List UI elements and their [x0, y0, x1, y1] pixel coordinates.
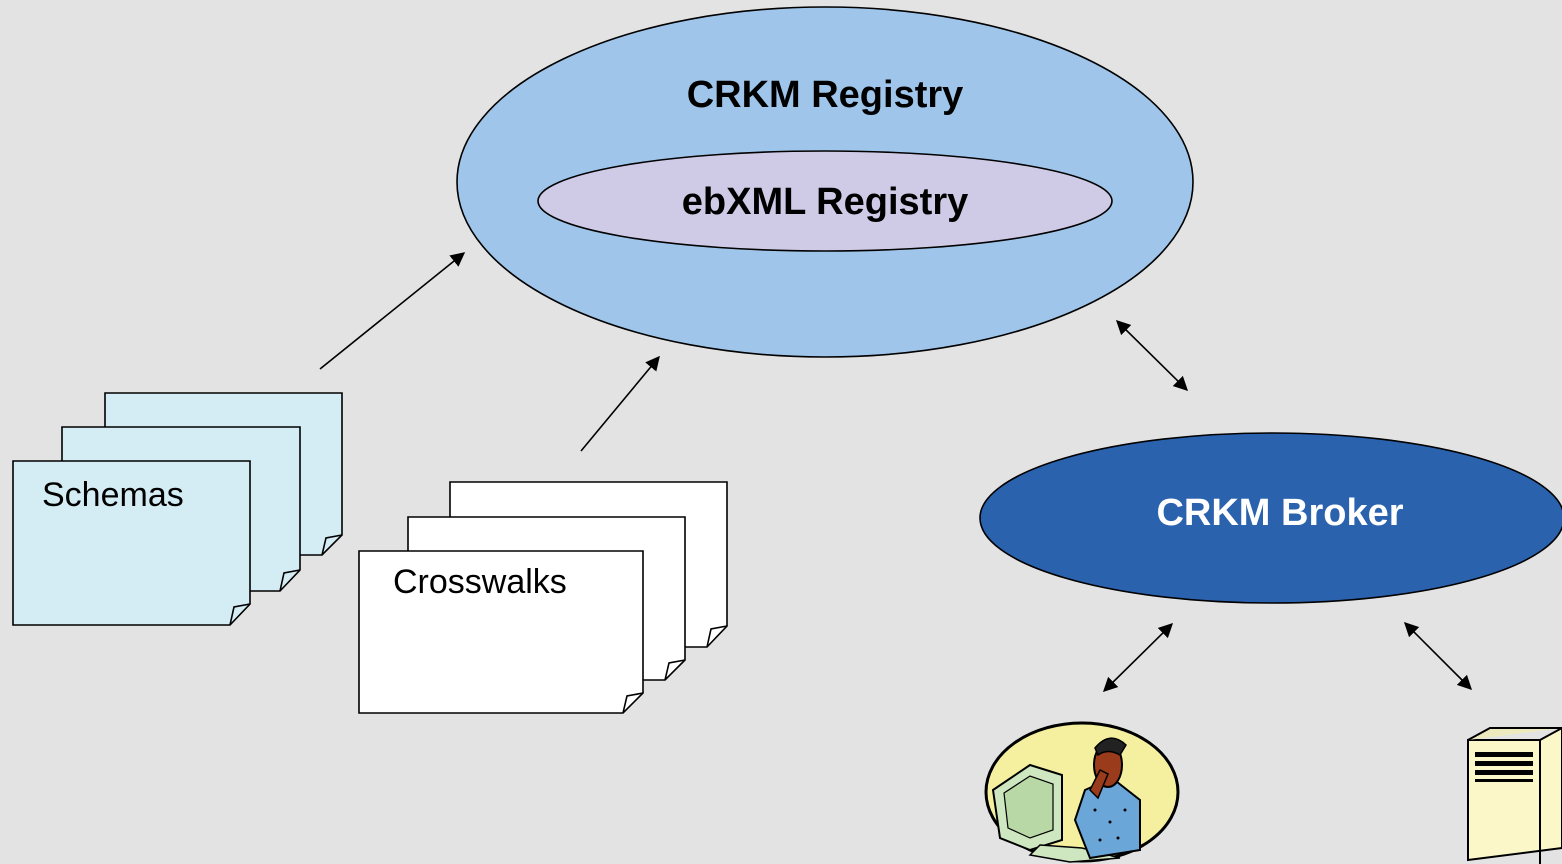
- ebxml-label: ebXML Registry: [681, 181, 969, 223]
- schemas-page-front: [12, 460, 251, 626]
- server-tower-icon[interactable]: [1467, 726, 1562, 864]
- broker-ellipse[interactable]: [979, 432, 1562, 604]
- arrow-crosswalks-to-registry: [580, 355, 660, 452]
- arrow-registry-broker: [1115, 319, 1189, 392]
- crosswalks-page-front: [358, 550, 644, 714]
- arrow-broker-user: [1102, 622, 1174, 693]
- crosswalks-stack[interactable]: [358, 481, 728, 714]
- broker-label: CRKM Broker: [1156, 492, 1404, 534]
- crosswalks-label: Crosswalks: [393, 563, 567, 601]
- arrow-schemas-to-registry: [319, 252, 466, 370]
- schemas-stack[interactable]: [12, 392, 343, 626]
- person-at-computer-icon[interactable]: [984, 721, 1180, 863]
- ebxml-ellipse[interactable]: [537, 150, 1113, 252]
- arrow-broker-server: [1403, 621, 1473, 691]
- schemas-label: Schemas: [42, 476, 184, 514]
- registry-label: CRKM Registry: [686, 74, 964, 116]
